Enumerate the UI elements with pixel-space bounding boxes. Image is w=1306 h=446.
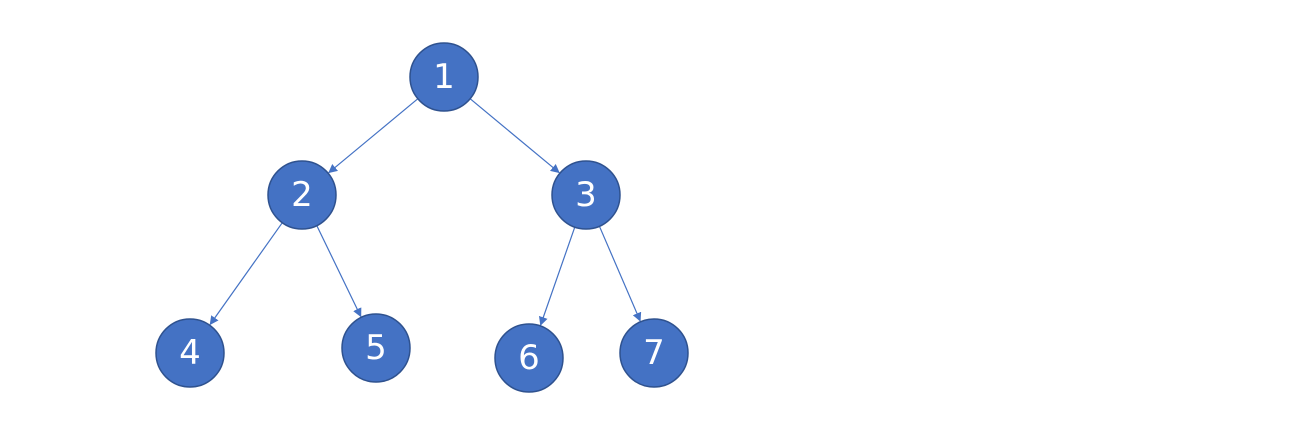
tree-node-3: 3: [551, 160, 621, 230]
node-circle: [619, 318, 689, 388]
node-circle: [341, 313, 411, 383]
tree-node-1: 1: [409, 42, 479, 112]
node-label: 5: [365, 328, 387, 368]
edge-n2-n5: [316, 225, 362, 318]
edge-n3-n7: [598, 225, 642, 322]
node-label: 3: [575, 175, 597, 215]
node-label: 2: [291, 175, 313, 215]
node-circle: [551, 160, 621, 230]
tree-node-7: 7: [619, 318, 689, 388]
node-label: 6: [518, 338, 540, 378]
node-label: 1: [433, 57, 455, 97]
edge-n3-n6: [539, 226, 576, 326]
node-circle: [155, 318, 225, 388]
edge-n1-n3: [469, 98, 560, 174]
node-circle: [494, 323, 564, 393]
node-label: 7: [643, 333, 665, 373]
node-circle: [267, 160, 337, 230]
node-circle: [409, 42, 479, 112]
tree-node-5: 5: [341, 313, 411, 383]
nodes-layer: 1 2 3 4 5 6 7: [155, 42, 689, 393]
tree-node-6: 6: [494, 323, 564, 393]
edges-layer: [209, 98, 642, 326]
node-label: 4: [179, 333, 201, 373]
tree-node-4: 4: [155, 318, 225, 388]
tree-node-2: 2: [267, 160, 337, 230]
edge-n2-n4: [209, 222, 283, 326]
edge-n1-n2: [328, 98, 419, 174]
